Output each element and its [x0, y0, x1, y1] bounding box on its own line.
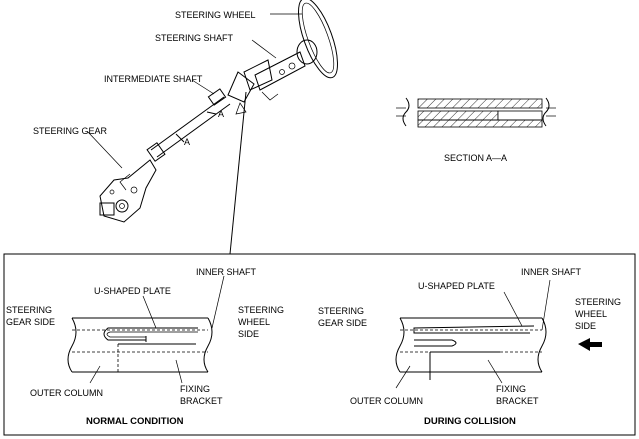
collision-outer-column-label: OUTER COLUMN [350, 396, 423, 406]
intermediate-shaft-shape [146, 88, 231, 162]
collision-u-plate-label: U-SHAPED PLATE [418, 281, 495, 291]
steering-gear-label: STEERING GEAR [33, 126, 108, 136]
collision-right-side-line1: STEERING [575, 297, 621, 307]
steering-shaft-shape [227, 51, 306, 115]
collision-right-side-line3: SIDE [575, 321, 596, 331]
section-caption: SECTION A—A [444, 153, 507, 163]
collision-inner-shaft-label: INNER SHAFT [521, 267, 582, 277]
steering-gear-shape [99, 159, 157, 223]
steering-wheel-shape [296, 0, 338, 79]
normal-left-side-line1: STEERING [6, 305, 52, 315]
collision-left-side-line1: STEERING [318, 306, 364, 316]
section-mark-lower: A [184, 137, 190, 147]
collision-title: DURING COLLISION [424, 416, 516, 427]
normal-u-plate-label: U-SHAPED PLATE [94, 286, 171, 296]
steering-assembly-illustration [99, 0, 338, 223]
normal-right-side-line2: WHEEL [238, 317, 270, 327]
collision-right-side-line2: WHEEL [575, 309, 607, 319]
intermediate-shaft-label: INTERMEDIATE SHAFT [104, 74, 203, 84]
normal-right-side-line1: STEERING [238, 305, 284, 315]
section-mark-upper: A [218, 109, 224, 119]
section-a-a-drawing [396, 97, 556, 128]
top-leader-lines [87, 13, 302, 255]
steering-wheel-label: STEERING WHEEL [175, 10, 256, 20]
collision-left-side-line2: GEAR SIDE [318, 318, 367, 328]
normal-condition-leaders [89, 275, 225, 384]
collision-leaders [395, 279, 551, 389]
normal-outer-column-label: OUTER COLUMN [30, 388, 103, 398]
detail-box [3, 253, 636, 436]
normal-fixing-bracket-line2: BRACKET [180, 396, 223, 406]
normal-inner-shaft-label: INNER SHAFT [196, 267, 257, 277]
collision-direction-arrow-icon [578, 338, 602, 351]
normal-fixing-bracket-line1: FIXING [180, 384, 210, 394]
collision-drawing [395, 317, 547, 380]
steering-shaft-label: STEERING SHAFT [155, 33, 234, 43]
collision-fixing-bracket-line1: FIXING [496, 384, 526, 394]
normal-condition-drawing [67, 317, 213, 373]
normal-condition-title: NORMAL CONDITION [86, 416, 184, 427]
section-cut-marks [175, 111, 217, 143]
normal-left-side-line2: GEAR SIDE [6, 317, 55, 327]
normal-right-side-line3: SIDE [238, 329, 259, 339]
collision-fixing-bracket-line2: BRACKET [496, 396, 539, 406]
